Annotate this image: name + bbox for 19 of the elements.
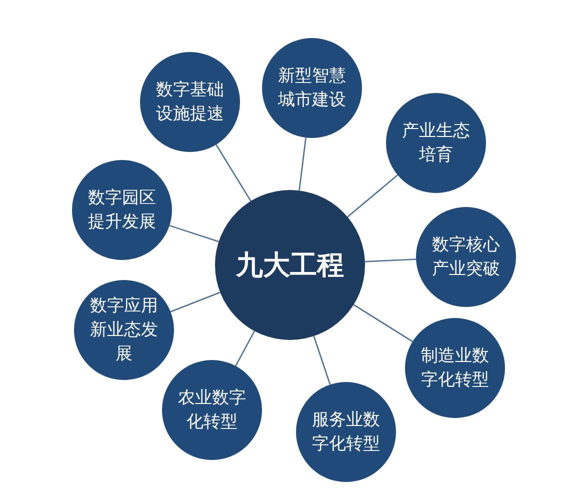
topic-label: 服务业数字化转型 [311, 409, 381, 456]
connector-line [169, 224, 219, 242]
topic-label: 数字应用新业态发展 [89, 295, 159, 366]
topic-label: 产业生态培育 [401, 120, 471, 167]
topic-label: 数字园区提升发展 [87, 187, 157, 234]
topic-label: 农业数字化转型 [177, 387, 247, 434]
connector-line [313, 336, 331, 385]
connector-line [364, 258, 416, 262]
connector-line [216, 144, 252, 202]
topic-label: 制造业数字化转型 [420, 345, 490, 392]
topic-label: 数字基础设施提速 [155, 79, 225, 126]
connector-line [347, 174, 398, 218]
connector-line [298, 138, 306, 191]
topic-label: 数字核心产业突破 [431, 234, 501, 281]
topic-label: 新型智慧城市建设 [277, 65, 347, 112]
center-title: 九大工程 [234, 249, 345, 283]
connector-line [353, 304, 413, 342]
connector-line [170, 292, 220, 312]
connector-line [235, 330, 256, 366]
